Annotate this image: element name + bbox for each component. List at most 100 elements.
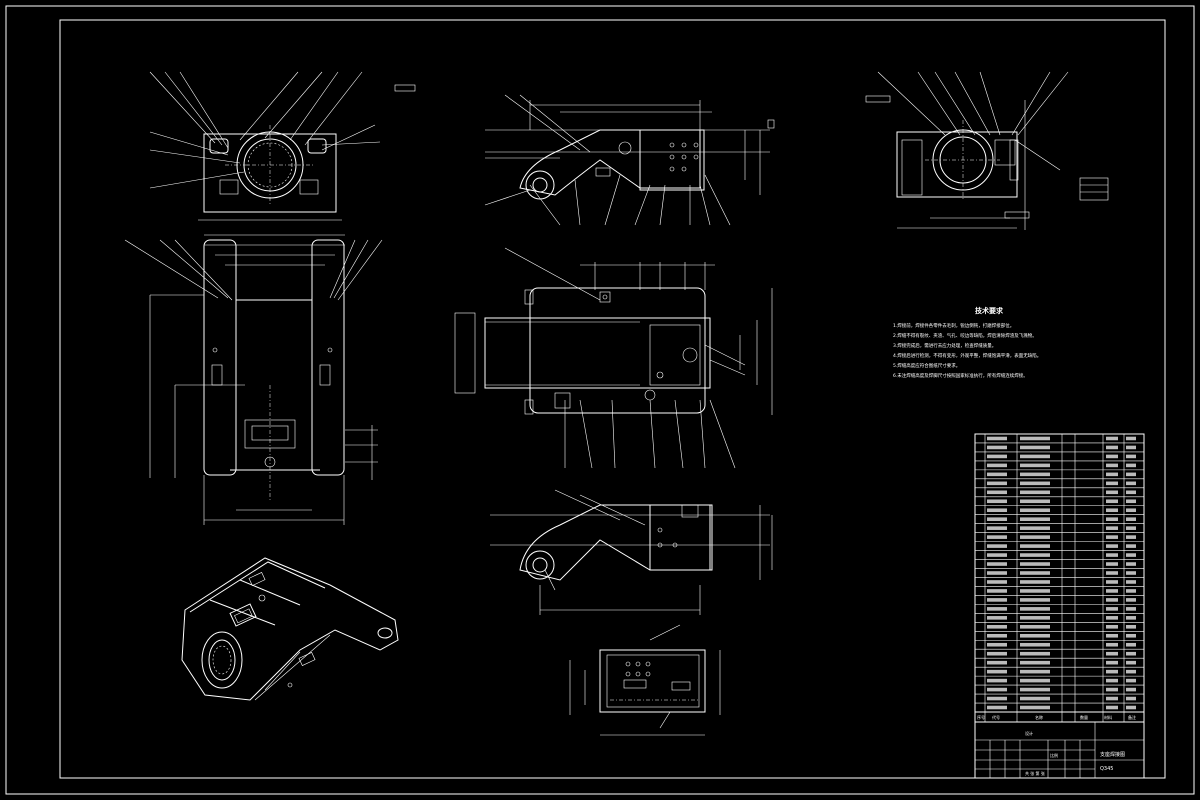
bom-cell-text-mark xyxy=(1106,544,1118,548)
bom-cell-text-mark xyxy=(987,642,1007,647)
bom-cell-text-mark xyxy=(1126,687,1136,692)
bom-cell-text-mark xyxy=(987,651,1007,656)
bom-cell-text-mark xyxy=(987,499,1007,504)
bom-cell-text-mark xyxy=(987,445,1007,450)
bom-cell-text-mark xyxy=(1106,589,1118,593)
bom-cell-text-mark xyxy=(1020,562,1050,566)
bom-cell-text-mark xyxy=(1106,481,1118,486)
inner-frame xyxy=(59,19,1166,779)
bom-cell-text-mark xyxy=(1126,607,1136,611)
bom-table xyxy=(974,433,1145,722)
bom-cell-text-mark xyxy=(1106,669,1118,674)
bom-cell-text-mark xyxy=(1126,463,1136,468)
bom-cell-text-mark xyxy=(1020,678,1050,683)
bom-cell-text-mark xyxy=(1020,436,1050,441)
side-view-top-center xyxy=(484,94,775,226)
bom-cell-text-mark xyxy=(987,454,1007,459)
bom-cell-text-mark xyxy=(987,607,1007,611)
bom-cell-text-mark xyxy=(1106,687,1118,692)
bom-cell-text-mark xyxy=(1020,642,1050,647)
bom-cell-text-mark xyxy=(1020,651,1050,656)
bom-cell-text-mark xyxy=(1126,490,1136,495)
bom-cell-text-mark xyxy=(987,463,1007,468)
isometric-view xyxy=(181,557,399,701)
bom-cell-text-mark xyxy=(1126,526,1136,530)
bom-cell-text-mark xyxy=(1126,571,1136,575)
bom-cell-text-mark xyxy=(987,669,1007,674)
bom-cell-text-mark xyxy=(1020,696,1050,701)
bom-cell-text-mark xyxy=(1126,553,1136,557)
bom-cell-text-mark xyxy=(1106,571,1118,575)
bom-cell-text-mark xyxy=(1020,481,1050,486)
bom-col-qty: 数量 xyxy=(1080,714,1088,720)
bom-cell-text-mark xyxy=(1126,642,1136,647)
bom-cell-text-mark xyxy=(1126,660,1136,665)
bom-cell-text-mark xyxy=(1020,508,1050,513)
bom-cell-text-mark xyxy=(987,705,1007,710)
bom-cell-text-mark xyxy=(987,553,1007,557)
bom-cell-text-mark xyxy=(1020,660,1050,665)
bom-cell-text-mark xyxy=(1126,696,1136,701)
plan-view-left xyxy=(124,234,383,525)
bom-cell-text-mark xyxy=(1106,472,1118,477)
bom-cell-text-mark xyxy=(1106,651,1118,656)
bom-cell-text-mark xyxy=(987,436,1007,441)
bom-cell-text-mark xyxy=(1106,499,1118,504)
bom-cell-text-mark xyxy=(1126,535,1136,539)
bom-cell-text-mark xyxy=(987,490,1007,495)
bom-cell-text-mark xyxy=(987,562,1007,566)
bom-cell-text-mark xyxy=(987,526,1007,530)
bom-cell-text-mark xyxy=(1020,589,1050,593)
bom-cell-text-mark xyxy=(1020,454,1050,459)
bom-cell-text-mark xyxy=(1020,687,1050,692)
bom-cell-text-mark xyxy=(1106,562,1118,566)
tech-req-title: 技术要求 xyxy=(975,306,1004,315)
title-material: Q345 xyxy=(1100,766,1113,772)
title-designer: 设计 xyxy=(1025,730,1033,736)
bom-cell-text-mark xyxy=(987,660,1007,665)
bom-cell-text-mark xyxy=(1020,535,1050,539)
bom-cell-text-mark xyxy=(1106,445,1118,450)
outer-border xyxy=(5,5,1195,795)
bom-cell-text-mark xyxy=(1126,472,1136,477)
bom-col-code: 代号 xyxy=(992,714,1000,720)
title-sheet: 共 张 第 张 xyxy=(1025,770,1045,776)
bom-cell-text-mark xyxy=(987,696,1007,701)
bom-cell-text-mark xyxy=(987,616,1007,620)
title-block: 支座焊接图 Q345 设计 比例 共 张 第 张 xyxy=(974,721,1145,779)
bom-cell-text-mark xyxy=(1020,526,1050,530)
bom-cell-text-mark xyxy=(1126,481,1136,486)
bom-cell-text-mark xyxy=(1106,696,1118,701)
bom-cell-text-mark xyxy=(987,598,1007,602)
bom-cell-text-mark xyxy=(1126,436,1136,441)
tech-req-item-1: 1.焊接前，焊接件各零件去毛刺，锐边倒钝，打磨焊接部位。 xyxy=(893,322,1014,329)
tech-req-item-6: 6.未注焊缝高度及焊脚尺寸按照国家标准执行，所有焊缝连续焊接。 xyxy=(893,372,1028,379)
bom-cell-text-mark xyxy=(1106,526,1118,530)
side-view-top-right xyxy=(865,71,1109,230)
bom-cell-text-mark xyxy=(1126,651,1136,656)
bom-cell-text-mark xyxy=(1020,490,1050,495)
bom-cell-text-mark xyxy=(1126,633,1136,638)
bom-cell-text-mark xyxy=(1126,616,1136,620)
bom-col-material: 材料 xyxy=(1104,714,1112,720)
bom-cell-text-mark xyxy=(987,625,1007,629)
front-view-top-left xyxy=(149,71,416,221)
title-scale: 比例 xyxy=(1050,752,1058,758)
bom-cell-text-mark xyxy=(1106,436,1118,441)
bom-cell-text-mark xyxy=(1126,705,1136,710)
bom-cell-text-mark xyxy=(1106,598,1118,602)
bom-cell-text-mark xyxy=(1020,580,1050,584)
bom-header-row: 序号 代号 名称 数量 材料 备注 xyxy=(974,711,1145,723)
bom-cell-text-mark xyxy=(1020,553,1050,557)
tech-req-item-2: 2.焊缝不得有裂纹、夹渣、气孔、咬边等缺陷，焊后清除焊渣及飞溅物。 xyxy=(893,332,1037,339)
bom-cell-text-mark xyxy=(987,571,1007,575)
bom-cell-text-mark xyxy=(1106,508,1118,513)
side-view-lower-center xyxy=(490,489,773,615)
bom-cell-text-mark xyxy=(1020,544,1050,548)
bom-cell-text-mark xyxy=(987,589,1007,593)
bom-cell-text-mark xyxy=(1020,669,1050,674)
bom-cell-text-mark xyxy=(987,633,1007,638)
bom-cell-text-mark xyxy=(1126,589,1136,593)
bom-cell-text-mark xyxy=(1106,678,1118,683)
bom-cell-text-mark xyxy=(987,580,1007,584)
